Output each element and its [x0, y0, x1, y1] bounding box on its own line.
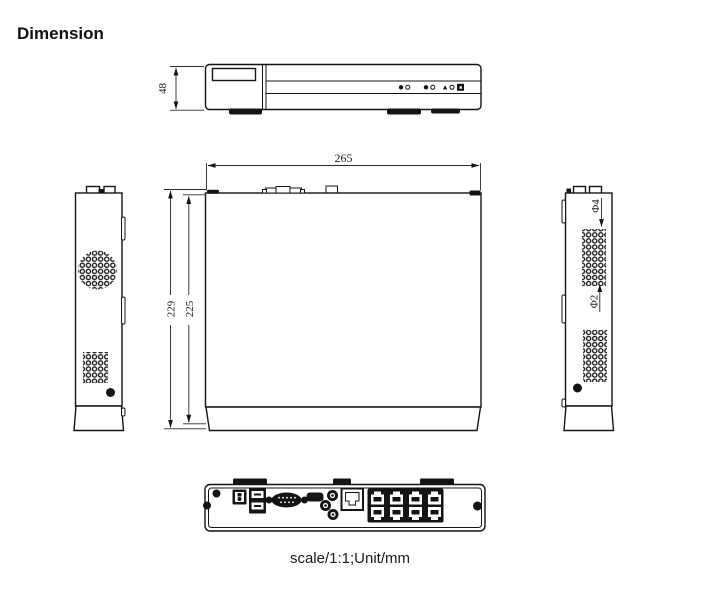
- power-terminal: [232, 489, 247, 505]
- dim-depth-inner: 225: [182, 194, 206, 425]
- rear-screw: [473, 501, 482, 511]
- triangle-icon: [442, 85, 448, 90]
- top-notch: [325, 185, 338, 193]
- front-foot: [229, 108, 262, 115]
- top-corner-pad: [469, 190, 481, 196]
- side-bump: [121, 296, 126, 325]
- dot-filled-icon: [398, 85, 404, 90]
- left-side-view: [73, 185, 126, 432]
- right-side-view: Φ4 Φ2: [561, 185, 615, 432]
- screw-hole: [106, 388, 115, 397]
- front-indicators: [398, 83, 464, 91]
- dot-filled-icon: [423, 85, 429, 90]
- side-bump: [561, 294, 566, 324]
- vga-connector: [265, 492, 308, 508]
- top-front-strip: [205, 406, 482, 432]
- dim-label-225: 225: [184, 300, 196, 317]
- top-connector-raise: [275, 186, 291, 194]
- side-bump: [121, 216, 126, 241]
- dim-depth-outer: 229: [164, 189, 206, 430]
- side-bump: [121, 407, 126, 417]
- callout-phi2: Φ2: [589, 284, 603, 312]
- audio-jacks: [320, 490, 339, 520]
- dim-label-265: 265: [335, 151, 353, 165]
- rear-view: [203, 478, 486, 532]
- usb-ports: [249, 487, 266, 514]
- dim-front-height: 48: [157, 66, 204, 111]
- side-foot: [73, 405, 125, 432]
- poe-port-block: [367, 488, 444, 523]
- side-bump: [561, 398, 566, 408]
- top-corner-pad: [207, 189, 219, 194]
- vent-grille-upper: [582, 229, 606, 286]
- screw-hole: [573, 383, 582, 393]
- side-foot: [563, 405, 615, 432]
- front-foot: [387, 108, 421, 115]
- top-view: 265 229 225: [164, 151, 482, 432]
- top-body: [204, 192, 482, 408]
- dot-open-icon: [449, 84, 455, 90]
- page-title: Dimension: [17, 24, 104, 43]
- rear-foot: [420, 478, 454, 486]
- dim-label-229: 229: [166, 300, 178, 317]
- side-bump: [561, 199, 566, 224]
- top-connector-tab: [262, 189, 267, 194]
- rear-foot: [233, 478, 267, 486]
- square-window-dot: [459, 86, 462, 89]
- scale-caption: scale/1:1;Unit/mm: [289, 550, 411, 567]
- front-body: [204, 63, 482, 111]
- dim-top-width: 265: [206, 151, 481, 191]
- front-foot: [431, 108, 460, 114]
- label-phi4: Φ4: [590, 199, 602, 213]
- rear-screw: [203, 501, 211, 510]
- vent-grille-lower: [583, 330, 607, 382]
- dim-label-48: 48: [157, 83, 169, 95]
- callout-phi4: Φ4: [590, 198, 604, 227]
- label-phi2: Φ2: [589, 295, 601, 309]
- dot-open-icon: [430, 84, 436, 90]
- hdmi-connector: [306, 492, 324, 502]
- rear-screw: [212, 489, 221, 498]
- side-top-latch: [98, 189, 104, 193]
- side-top-latch: [566, 188, 571, 194]
- front-label-plate: [211, 67, 257, 82]
- dot-open-icon: [405, 84, 411, 90]
- front-view: 48: [157, 63, 482, 115]
- lan-port: [340, 487, 364, 511]
- top-connector-tab: [300, 189, 305, 194]
- rear-foot: [333, 478, 351, 486]
- round-vent-grille: [78, 250, 117, 290]
- vent-grille: [83, 352, 108, 383]
